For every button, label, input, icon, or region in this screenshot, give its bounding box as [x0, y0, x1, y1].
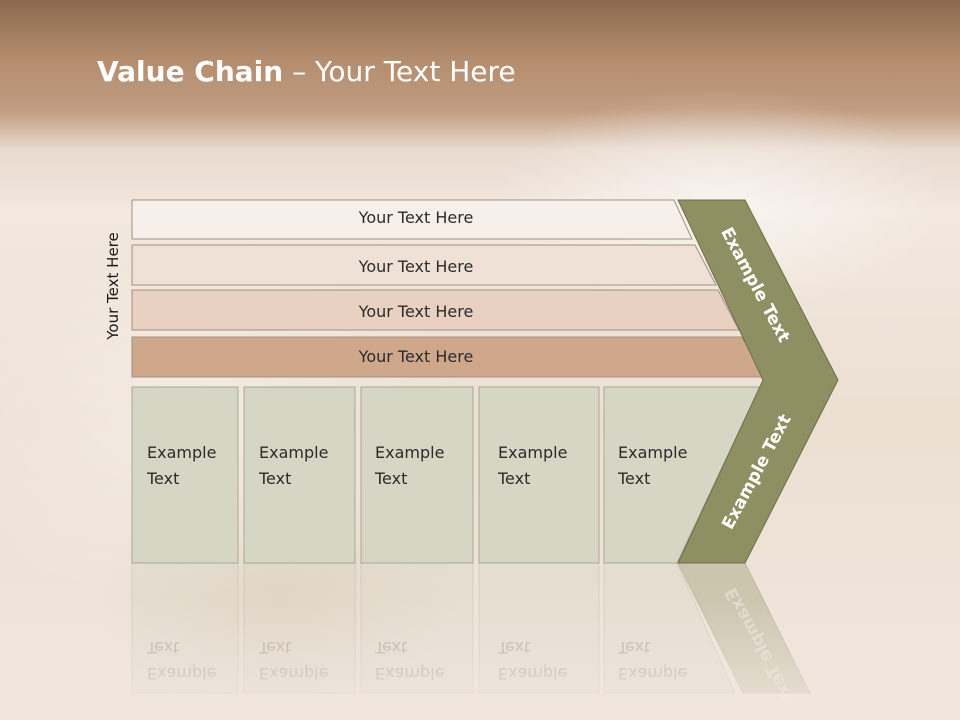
column-label-2: Example Text — [259, 440, 328, 492]
row-label-1: Your Text Here — [358, 208, 474, 227]
column-shape-2 — [243, 386, 356, 564]
column-label-4-line1: Example — [498, 443, 568, 462]
row-shape-1 — [131, 199, 693, 240]
row-shape-2 — [131, 244, 717, 286]
column-label-1-line1: Example — [147, 443, 217, 462]
column-label-5-line2: Text — [618, 469, 651, 488]
column-label-1: Example Text — [147, 440, 216, 492]
reflection-fade — [0, 600, 960, 720]
column-label-2-line1: Example — [259, 443, 329, 462]
column-shape-5 — [603, 386, 761, 564]
column-label-3-line1: Example — [375, 443, 445, 462]
column-label-3: Example Text — [375, 440, 444, 492]
title-bold: Value Chain — [97, 55, 284, 88]
column-label-4-line2: Text — [498, 469, 531, 488]
chevron-arrow — [677, 199, 839, 564]
row-label-2: Your Text Here — [358, 257, 474, 276]
row-label-3: Your Text Here — [358, 302, 474, 321]
row-label-4: Your Text Here — [358, 347, 474, 366]
column-shape-4 — [478, 386, 600, 564]
column-label-5: Example Text — [618, 440, 687, 492]
column-shape-1 — [131, 386, 239, 564]
column-label-4: Example Text — [498, 440, 567, 492]
column-label-1-line2: Text — [147, 469, 180, 488]
column-label-3-line2: Text — [375, 469, 408, 488]
column-label-5-line1: Example — [618, 443, 688, 462]
page-title: Value Chain – Your Text Here — [97, 55, 516, 88]
title-rest: – Your Text Here — [283, 55, 516, 88]
column-label-2-line2: Text — [259, 469, 292, 488]
column-shape-3 — [360, 386, 474, 564]
